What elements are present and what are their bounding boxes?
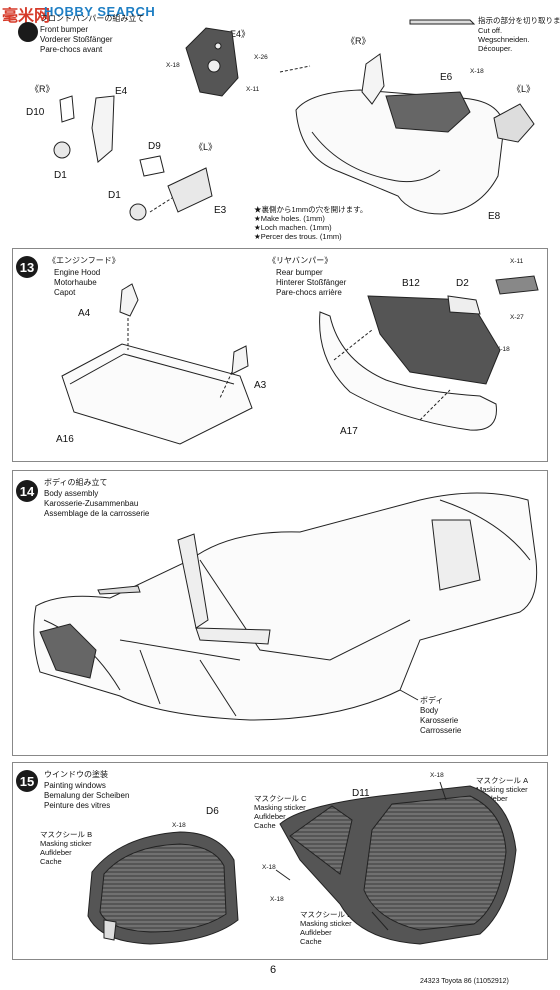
label-x18-s13: X-18: [496, 346, 510, 353]
label-x11: X-11: [246, 86, 260, 93]
label-e8: E8: [488, 211, 501, 222]
step-15-number: 15: [16, 770, 38, 792]
rear-title-fr: Pare-chocs arrière: [276, 288, 342, 297]
step14-title-de: Karosserie-Zusammenbau: [44, 499, 139, 508]
step15-title-jp: ウインドウの塗装: [44, 770, 108, 779]
rear-title-en: Rear bumper: [276, 268, 323, 277]
label-x18-s15-f: X-18: [262, 864, 276, 871]
label-a16: A16: [56, 434, 74, 445]
hood-title-jp: 《エンジンフード》: [48, 256, 120, 265]
mask-a-1: マスクシール A: [476, 776, 529, 785]
mask-b-4: Cache: [40, 857, 62, 866]
mask-d-1: マスクシール D: [300, 910, 353, 919]
label-x26: X-26: [254, 54, 268, 61]
mask-b-1: マスクシール B: [40, 830, 93, 839]
label-e6: E6: [440, 72, 453, 83]
page-number: 6: [270, 964, 277, 976]
hole-note-3: ★Loch machen. (1mm): [254, 223, 332, 232]
hole-note-1: ★裏側から1mmの穴を開けます。: [254, 205, 368, 214]
mask-d-2: Masking sticker: [300, 919, 352, 928]
mask-b-3: Aufkleber: [40, 848, 72, 857]
body-label-fr: Carrosserie: [420, 726, 462, 735]
label-e4: E4: [115, 86, 128, 97]
label-b12: B12: [402, 278, 420, 289]
watermark-brand: HOBBY SEARCH: [44, 4, 156, 19]
step12-title-en: Front bumper: [40, 25, 89, 34]
label-x18-b: X-18: [470, 68, 484, 75]
step14-title-jp: ボディの組み立て: [44, 478, 108, 487]
label-d9: D9: [148, 141, 161, 152]
step12-drawing: [18, 19, 535, 221]
body-label-en: Body: [420, 706, 439, 715]
step12-title-de: Vorderer Stoßfänger: [40, 35, 113, 44]
label-x27: X-27: [510, 314, 524, 321]
mask-a-3: Aufkleber: [476, 794, 508, 803]
label-a17: A17: [340, 426, 358, 437]
step12-title-jp: フロントバンパーの組み立て: [40, 14, 145, 23]
step12-title-fr: Pare-chocs avant: [40, 45, 103, 54]
label-x18-s15-a: X-18: [172, 822, 186, 829]
step15-title-fr: Peinture des vitres: [44, 801, 111, 810]
hood-title-fr: Capot: [54, 288, 76, 297]
cut-note-fr: Découper.: [478, 44, 513, 53]
label-d1-b: D1: [108, 190, 121, 201]
cut-note-de: Wegschneiden.: [478, 35, 530, 44]
step15-title-en: Painting windows: [44, 781, 106, 790]
mask-a-2: Masking sticker: [476, 785, 528, 794]
cut-note-jp: 指示の部分を切り取ります。: [478, 16, 560, 25]
mask-c-4: Cache: [254, 821, 276, 830]
cut-note-en: Cut off.: [478, 26, 503, 35]
label-x11-s13: X-11: [510, 258, 524, 265]
step14-title-fr: Assemblage de la carrosserie: [44, 509, 150, 518]
hood-title-en: Engine Hood: [54, 268, 101, 277]
step-14-number: 14: [16, 480, 38, 502]
hood-title-de: Motorhaube: [54, 278, 97, 287]
label-l-2: 《L》: [512, 84, 536, 94]
mask-c-2: Masking sticker: [254, 803, 306, 812]
label-e3: E3: [214, 205, 227, 216]
mask-c-1: マスクシール C: [254, 794, 307, 803]
kit-code: 24323 Toyota 86 (11052912): [420, 978, 509, 985]
step-13-number: 13: [16, 256, 38, 278]
label-a3: A3: [254, 380, 267, 391]
label-a4: A4: [78, 308, 91, 319]
watermark-logo: 毫米网: [2, 6, 51, 25]
rear-title-jp: 《リヤバンパー》: [268, 256, 333, 265]
step15-title-de: Bemalung der Scheiben: [44, 791, 130, 800]
step14-title-en: Body assembly: [44, 489, 99, 498]
hole-note-4: ★Percer des trous. (1mm): [254, 232, 342, 241]
label-x18-s15-b: X-18: [430, 772, 444, 779]
label-x18-a: X-18: [166, 62, 180, 69]
label-l-1: 《L》: [194, 142, 218, 152]
mask-b-2: Masking sticker: [40, 839, 92, 848]
label-d6: D6: [206, 806, 219, 817]
label-r-1: 《R》: [30, 84, 55, 94]
mask-a-4: Cache: [476, 803, 498, 812]
label-x18-s15-c: X-18: [270, 896, 284, 903]
body-label-de: Karosserie: [420, 716, 459, 725]
label-d1-a: D1: [54, 170, 67, 181]
rear-title-de: Hinterer Stoßfänger: [276, 278, 347, 287]
watermark: 毫米网 HOBBY SEARCH: [0, 0, 170, 25]
mask-d-4: Cache: [300, 937, 322, 946]
label-d11: D11: [352, 788, 370, 799]
label-x18-s15-d: X-18: [370, 906, 384, 913]
label-x18-s15-e: X-18: [452, 930, 466, 937]
label-r-2: 《R》: [346, 36, 371, 46]
label-d10: D10: [26, 107, 45, 118]
mask-d-3: Aufkleber: [300, 928, 332, 937]
body-label-jp: ボディ: [420, 696, 444, 705]
mask-c-3: Aufkleber: [254, 812, 286, 821]
hole-note-2: ★Make holes. (1mm): [254, 214, 325, 223]
label-d2: D2: [456, 278, 469, 289]
